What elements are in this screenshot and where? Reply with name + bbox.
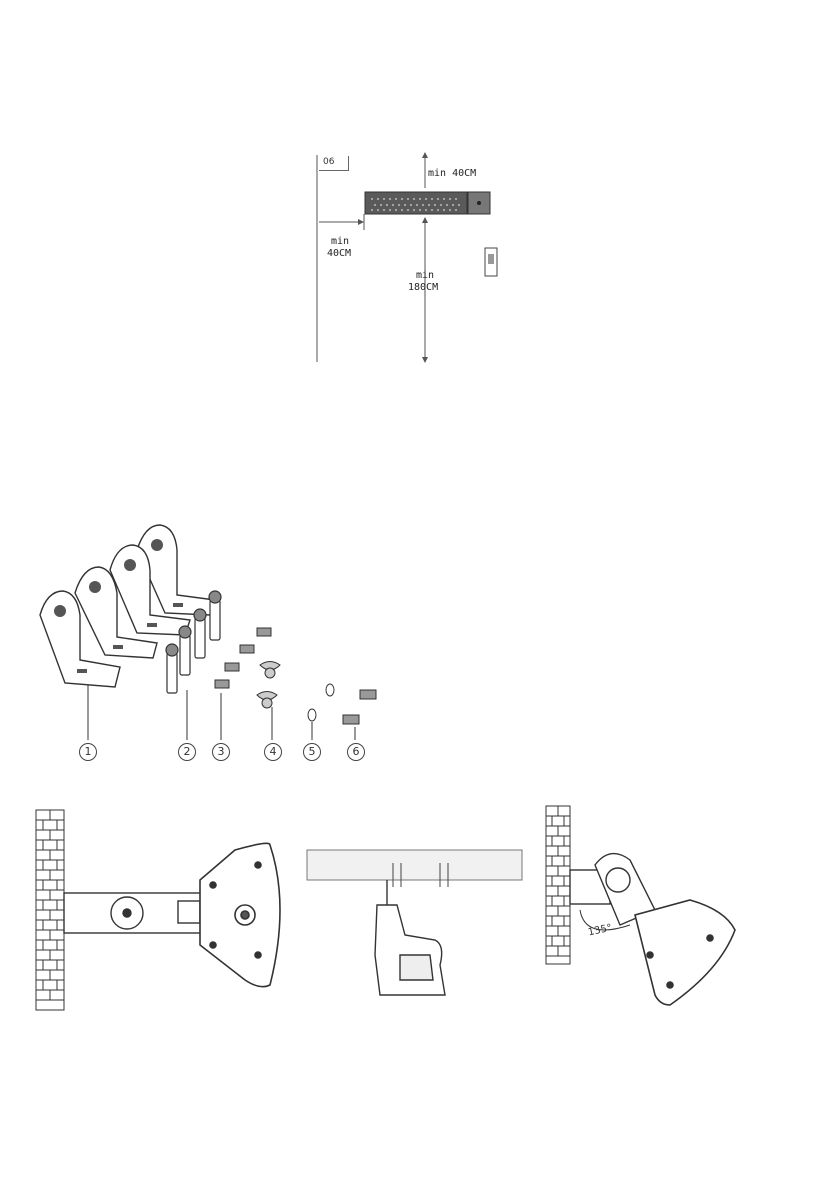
heater-body [365, 192, 467, 214]
drill [375, 880, 445, 995]
part-number-6: 6 [347, 743, 365, 761]
part-number-5: 5 [303, 743, 321, 761]
floor-clearance-label-2: 180CM [408, 282, 438, 293]
clearance-diagram-lines [300, 150, 520, 370]
brick-wall [546, 806, 570, 964]
part-number-4: 4 [264, 743, 282, 761]
page-number: 06 [319, 156, 349, 171]
part-number-3: 3 [212, 743, 230, 761]
wall-mount-straight [30, 805, 295, 1020]
bolts [215, 628, 376, 724]
parts-illustration [25, 515, 395, 760]
tilted-reflector [635, 900, 735, 1005]
side-clearance-label-1: min [331, 236, 349, 247]
top-clearance-label: min 40CM [428, 168, 476, 179]
side-clearance-label-2: 40CM [327, 248, 351, 259]
floor-clearance-label-1: min [416, 270, 434, 281]
washers [308, 684, 334, 721]
bracket-arm [64, 893, 204, 933]
drilling-diagram [305, 845, 525, 1005]
part-number-1: 1 [79, 743, 97, 761]
heater-reflector [200, 843, 280, 986]
brick-wall [36, 810, 64, 1010]
part-number-2: 2 [178, 743, 196, 761]
wing-nuts [257, 662, 280, 709]
wall-mount-tilted [540, 800, 750, 1015]
ceiling-beam [307, 850, 522, 880]
